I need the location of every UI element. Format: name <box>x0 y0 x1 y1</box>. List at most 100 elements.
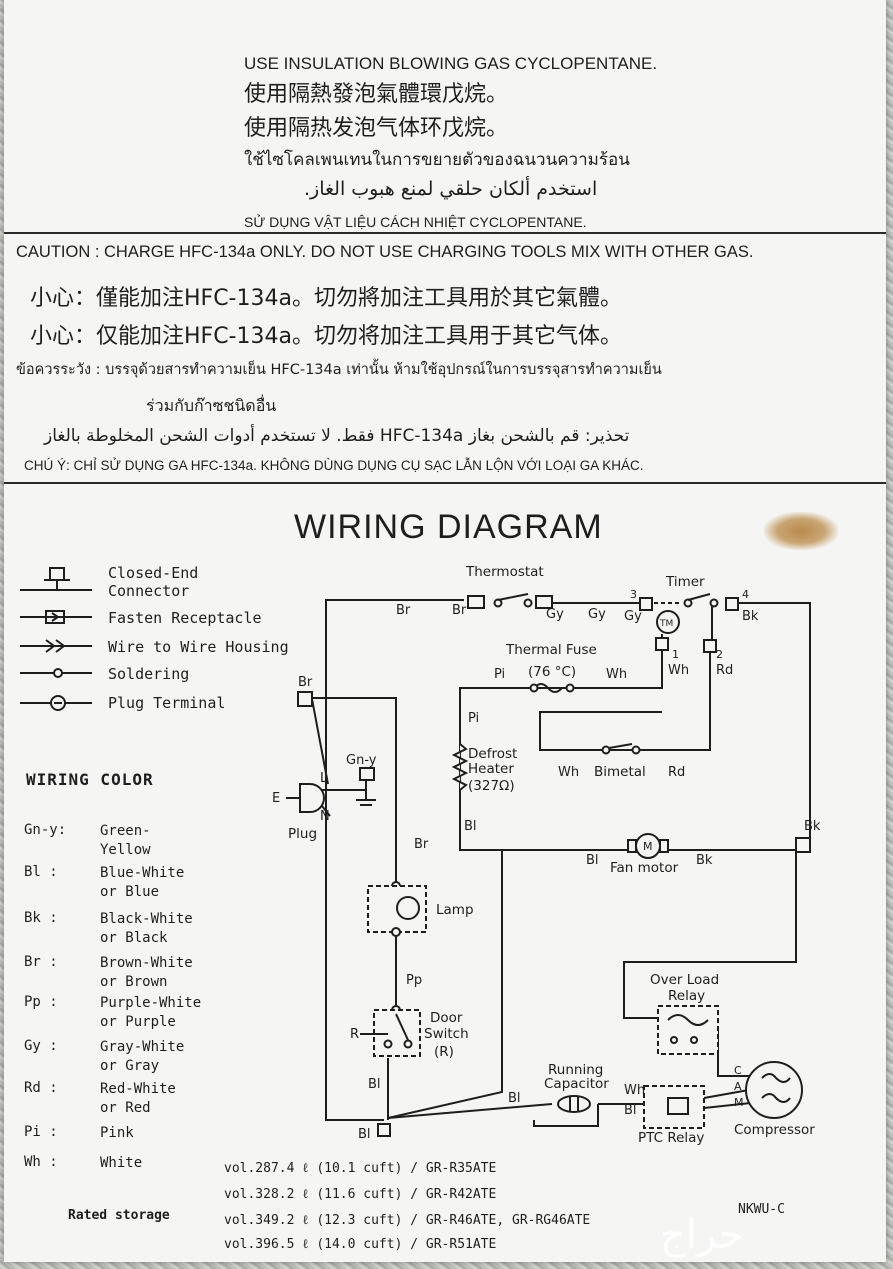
wire-label-gy-3: Gy <box>624 609 642 624</box>
wc-code-pp: Pp : <box>24 994 58 1010</box>
wire-label-bl-fan: Bl <box>586 853 599 868</box>
legend-wire-housing-label: Wire to Wire Housing <box>108 638 289 656</box>
legend-symbols <box>20 567 92 711</box>
defrost-heater-label-3: (327Ω) <box>468 778 515 794</box>
volume-line-1: vol.287.4 ℓ (10.1 cuft) / GR-R35ATE <box>224 1161 497 1176</box>
wire-label-bl-bottom: Bl <box>358 1127 371 1142</box>
spec-label: USE INSULATION BLOWING GAS CYCLOPENTANE.… <box>4 0 886 1262</box>
rated-storage-label: Rated storage <box>68 1208 170 1223</box>
wire-label-pp: Pp <box>406 973 422 988</box>
compressor-terminal-m: M <box>734 1096 744 1109</box>
wc-desc-wh: White <box>100 1155 143 1171</box>
bl-connector <box>377 1123 391 1137</box>
lamp <box>367 881 427 937</box>
wire-label-bl-cap: Bl <box>508 1091 521 1106</box>
wire-label-gy-1: Gy <box>546 607 564 622</box>
fan-motor-m: M <box>643 840 653 853</box>
wire-label-bl-door: Bl <box>368 1077 381 1092</box>
wc-code-pi: Pi : <box>24 1124 58 1140</box>
diagram-title: WIRING DIAGRAM <box>294 508 603 546</box>
divider-2 <box>4 482 886 484</box>
caution-vi: CHÚ Ý: CHỈ SỬ DỤNG GA HFC-134a. KHÔNG DÙ… <box>24 458 644 473</box>
door-switch-label-3: (R) <box>434 1044 454 1060</box>
fan-motor-label: Fan motor <box>610 860 679 876</box>
wire-label-gy-2: Gy <box>588 607 606 622</box>
thermal-fuse <box>529 683 575 693</box>
timer-terminal-1: 1 <box>672 648 679 661</box>
door-switch-r-label: R <box>350 1027 359 1042</box>
fan-motor <box>627 833 669 859</box>
wire-label-wh-fuse: Wh <box>606 667 627 682</box>
plug-l-label: L <box>320 771 328 786</box>
running-cap-label-1: Running <box>548 1062 603 1078</box>
wire-label-pi-heater: Pi <box>468 711 479 726</box>
divider-1 <box>4 232 886 234</box>
door-switch <box>360 1005 421 1057</box>
legend-closed-end-label-2: Connector <box>108 582 190 600</box>
wire-label-bk-timer: Bk <box>742 609 759 624</box>
bk-connector <box>795 837 811 853</box>
wire-label-bk-fan: Bk <box>696 853 713 868</box>
plug-label: Plug <box>288 826 317 842</box>
caution-th-1: ข้อควรระวัง : บรรจุด้วยสารทำความเย็น HFC… <box>16 362 662 378</box>
caution-en: CAUTION : CHARGE HFC-134a ONLY. DO NOT U… <box>16 243 754 261</box>
compressor-terminal-a: A <box>734 1080 742 1093</box>
volume-line-3: vol.349.2 ℓ (12.3 cuft) / GR-R46ATE, GR-… <box>224 1213 591 1228</box>
wc-desc-pi: Pink <box>100 1125 134 1141</box>
fasten-receptacle-icon <box>20 610 92 624</box>
bimetal <box>601 743 641 755</box>
timer-terminal-3: 3 <box>630 588 637 601</box>
bimetal-label: Bimetal <box>594 764 646 780</box>
wc-code-gy: Gy : <box>24 1038 58 1054</box>
wire-label-bk-right: Bk <box>804 819 821 834</box>
power-plug <box>286 691 376 817</box>
wire-label-bl-ptc: Bl <box>624 1103 637 1118</box>
insulation-vi: SỬ DỤNG VẬT LIỆU CÁCH NHIỆT CYCLOPENTANE… <box>244 214 587 230</box>
door-switch-label-1: Door <box>430 1010 463 1026</box>
soldering-icon <box>20 668 92 678</box>
defrost-heater-label-2: Heater <box>468 761 514 777</box>
timer-switch <box>639 593 739 653</box>
timer-label: Timer <box>665 574 705 590</box>
wc-code-bk: Bk : <box>24 910 58 926</box>
insulation-ar: استخدم ألكان حلقي لمنع هبوب الغاز. <box>304 178 598 200</box>
wires <box>312 599 811 1127</box>
ptc-relay <box>643 1085 705 1129</box>
overload-label-1: Over Load <box>650 972 719 988</box>
wc-desc-gny: Green-Yellow <box>100 823 151 858</box>
wire-label-wh-bimetal: Wh <box>558 765 579 780</box>
defrost-heater-label-1: Defrost <box>468 746 517 762</box>
legend-fasten-receptacle-label: Fasten Receptacle <box>108 609 262 627</box>
wire-housing-icon <box>20 639 92 653</box>
tm-label: TM <box>659 619 673 629</box>
compressor <box>745 1061 803 1119</box>
rust-stain <box>764 512 838 550</box>
caution-th-2: ร่วมกับก๊าซชนิดอื่น <box>146 396 277 415</box>
wire-label-br-lamp: Br <box>414 837 429 852</box>
timer-terminal-4: 4 <box>742 588 749 601</box>
wire-label-br-plug: Br <box>298 675 313 690</box>
running-cap-label-2: Capacitor <box>544 1076 609 1092</box>
wire-label-wh-timer: Wh <box>668 663 689 678</box>
wire-label-pi-fuse: Pi <box>494 667 505 682</box>
wc-code-gny: Gn-y: <box>24 822 67 838</box>
caution-zh-tw: 小心：僅能加注HFC-134a。切勿將加注工具用於其它氣體。 <box>30 286 622 311</box>
wire-label-br-top: Br <box>396 603 411 618</box>
thermostat-label: Thermostat <box>465 564 544 580</box>
legend-plug-terminal-label: Plug Terminal <box>108 694 226 712</box>
plug-n-label: N <box>320 809 330 824</box>
wire-label-br-thermo: Br <box>452 603 467 618</box>
timer-terminal-2: 2 <box>716 648 723 661</box>
wc-code-rd: Rd : <box>24 1080 58 1096</box>
wc-code-br: Br : <box>24 954 58 970</box>
wire-label-rd-timer: Rd <box>716 663 733 678</box>
volume-line-4: vol.396.5 ℓ (14.0 cuft) / GR-R51ATE <box>224 1237 497 1252</box>
model-code: NKWU-C <box>738 1202 785 1217</box>
caution-ar: تحذير: قم بالشحن بغاز HFC-134a فقط. لا ت… <box>44 426 630 446</box>
thermal-fuse-rating: (76 °C) <box>528 664 576 680</box>
schematic: TM M <box>272 564 821 1146</box>
